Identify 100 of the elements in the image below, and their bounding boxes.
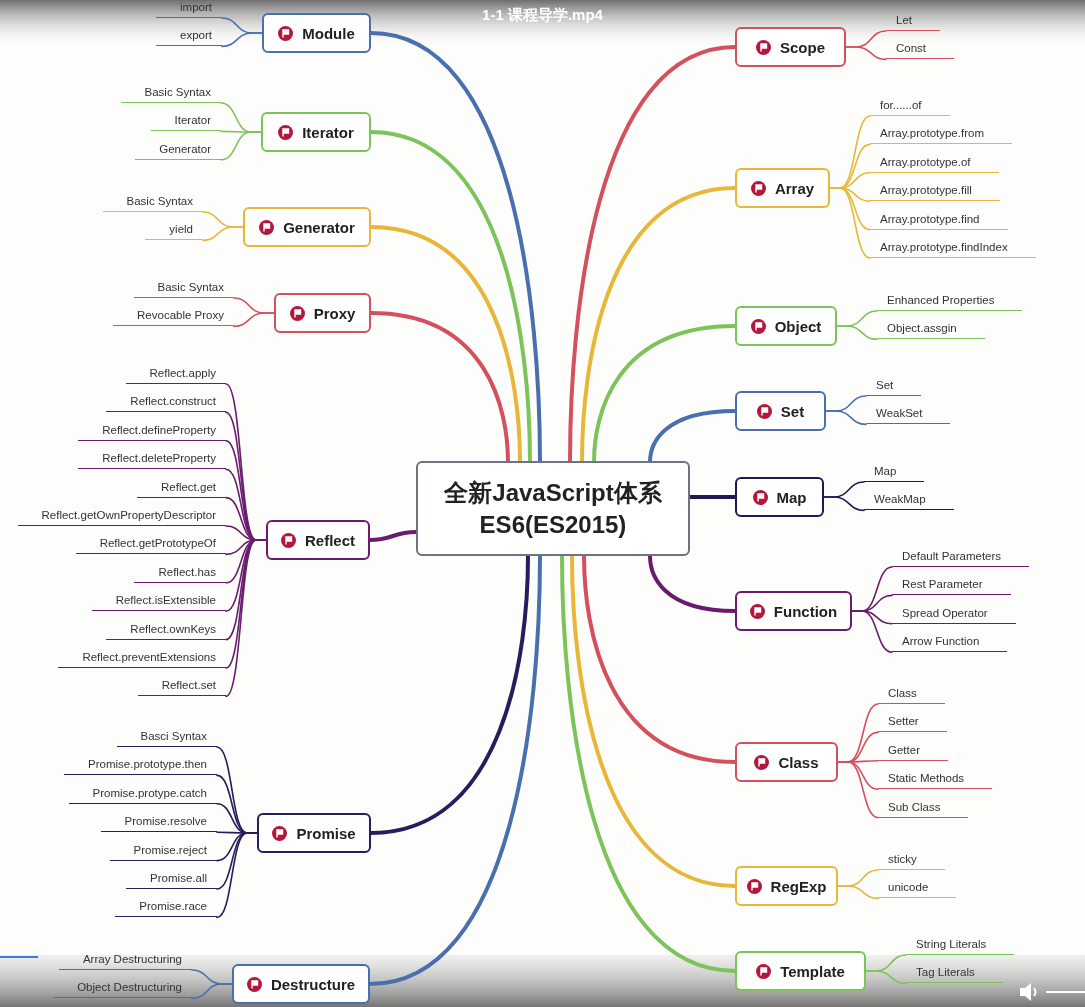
- central-topic-box: 全新JavaScript体系 ES6(ES2015): [416, 461, 690, 556]
- topic-text: Iterator: [302, 123, 354, 141]
- branch-connector: [369, 225, 522, 464]
- topic-text: Function: [773, 602, 838, 620]
- subtopic-label: Reflect.getPrototypeOf: [75, 533, 226, 555]
- topic-text: Generator: [283, 218, 355, 236]
- subtopic-label: Reflect.getOwnPropertyDescriptor: [17, 505, 226, 526]
- topic-box: [735, 306, 837, 346]
- topic-box: [232, 964, 370, 1004]
- subtopic-label: Reflect.has: [134, 561, 226, 583]
- branch-connector: [580, 186, 737, 464]
- subtopic-label: Basci Syntax: [116, 726, 217, 747]
- subtopic-connector: [829, 187, 871, 259]
- subtopic-connector: [823, 496, 865, 512]
- topic-box: [735, 951, 866, 991]
- subtopic-label: Promise.reject: [109, 839, 217, 861]
- topic-text: Module: [302, 24, 355, 42]
- subtopic-label: Iterator: [150, 110, 221, 132]
- subtopic-connector: [837, 761, 879, 819]
- topic-box: [735, 391, 826, 431]
- subtopic-label: yield: [145, 219, 203, 241]
- subtopic-label: Reflect.set: [137, 675, 226, 697]
- subtopic-connector: [225, 539, 267, 698]
- topic-text: Set: [780, 402, 805, 420]
- subtopic-label: Setter: [878, 711, 947, 733]
- topic-box: [735, 866, 838, 906]
- subtopic-label: Array.prototype.of: [870, 151, 999, 173]
- topic-box: [735, 742, 838, 782]
- subtopic-label: Reflect.isExtensible: [91, 590, 226, 612]
- subtopic-connector: [191, 983, 233, 1000]
- subtopic-label: Arrow Function: [892, 631, 1008, 653]
- subtopic-label: Array.prototype.find: [870, 208, 1008, 230]
- subtopic-connector: [837, 885, 879, 900]
- topic-box: [735, 27, 846, 67]
- subtopic-connector: [865, 970, 907, 985]
- topic-box: [243, 207, 371, 247]
- topic-text: Scope: [780, 38, 825, 56]
- subtopic-label: WeakSet: [866, 403, 951, 425]
- subtopic-connector: [202, 226, 244, 242]
- subtopic-label: sticky: [878, 849, 945, 870]
- branch-connector: [592, 324, 737, 464]
- topic-text: Destructure: [270, 975, 356, 993]
- subtopic-label: Promise.race: [115, 896, 217, 918]
- topic-text: Array: [774, 179, 815, 197]
- subtopic-label: Reflect.ownKeys: [106, 618, 226, 640]
- topic-text: Reflect: [305, 531, 355, 549]
- subtopic-connector: [216, 832, 258, 919]
- topic-box: [257, 813, 371, 853]
- subtopic-label: Let: [886, 10, 940, 31]
- branch-connector: [369, 31, 542, 464]
- subtopic-label: Rest Parameter: [892, 574, 1011, 596]
- subtopic-label: Revocable Proxy: [113, 305, 234, 327]
- subtopic-label: Object.assgin: [877, 318, 985, 340]
- branch-connector: [582, 554, 737, 764]
- topic-box: [262, 13, 371, 53]
- subtopic-label: Basic Syntax: [120, 82, 221, 103]
- topic-box: [266, 520, 370, 560]
- subtopic-label: for......of: [870, 95, 950, 116]
- topic-box: [274, 293, 371, 333]
- subtopic-connector: [233, 312, 275, 328]
- subtopic-label: Static Methods: [878, 768, 993, 790]
- subtopic-label: Array Destructuring: [58, 949, 192, 970]
- subtopic-label: Generator: [135, 138, 221, 160]
- subtopic-label: Reflect.apply: [125, 363, 226, 384]
- subtopic-label: Basic Syntax: [102, 191, 203, 212]
- branch-connector: [369, 554, 530, 835]
- branch-connector: [560, 554, 737, 973]
- topic-box: [735, 477, 824, 517]
- subtopic-label: Enhanced Properties: [877, 290, 1023, 311]
- subtopic-label: Promise.prototype.then: [64, 754, 217, 776]
- subtopic-label: Tag Literals: [906, 962, 1003, 984]
- subtopic-label: String Literals: [906, 934, 1015, 955]
- branch-connector: [648, 409, 737, 464]
- subtopic-label: Reflect.defineProperty: [78, 419, 226, 441]
- subtopic-label: Sub Class: [878, 796, 969, 818]
- branch-connector: [369, 130, 532, 464]
- subtopic-label: Object Destructuring: [53, 977, 192, 999]
- video-title: 1-1 课程导学.mp4: [482, 6, 603, 25]
- subtopic-label: Array.prototype.findIndex: [870, 237, 1036, 258]
- subtopic-connector: [851, 610, 893, 653]
- subtopic-label: unicode: [878, 877, 957, 899]
- branch-connector: [688, 495, 737, 499]
- topic-box: [735, 591, 852, 631]
- topic-text: Map: [776, 488, 807, 506]
- subtopic-label: Array.prototype.fill: [870, 180, 1000, 202]
- subtopic-connector: [845, 46, 887, 61]
- subtopic-label: Default Parameters: [892, 546, 1030, 567]
- branch-connector: [368, 554, 542, 986]
- subtopic-label: Spread Operator: [892, 602, 1016, 624]
- subtopic-label: Promise.all: [126, 868, 217, 889]
- topic-text: Promise: [296, 824, 356, 842]
- subtopic-label: export: [156, 25, 222, 47]
- subtopic-connector: [825, 410, 867, 426]
- topic-text: RegExp: [770, 877, 827, 895]
- subtopic-connector: [221, 32, 263, 48]
- subtopic-label: Reflect.get: [137, 476, 226, 498]
- subtopic-label: Basic Syntax: [133, 277, 234, 298]
- subtopic-label: Set: [866, 375, 922, 396]
- subtopic-label: Map: [864, 461, 925, 482]
- branch-connector: [368, 530, 418, 542]
